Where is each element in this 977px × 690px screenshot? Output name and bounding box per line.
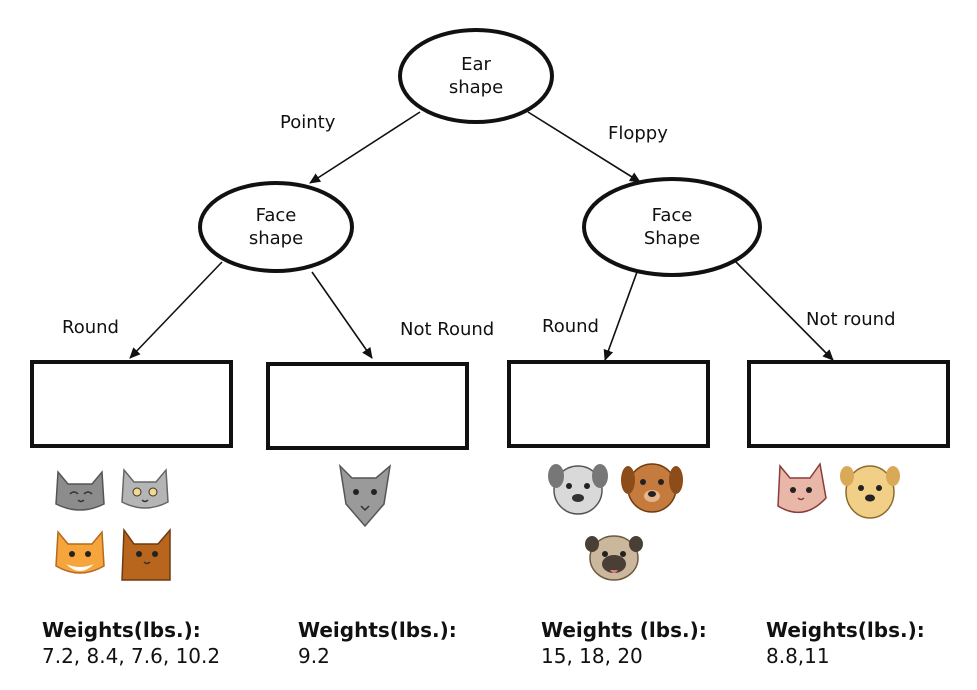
right-node-label-line1: Face — [652, 205, 693, 226]
tan-dog-icon — [840, 465, 900, 519]
leaf-box-4 — [747, 360, 950, 448]
right-face-shape-node — [582, 177, 762, 277]
edge-label-right-round: Round — [542, 316, 599, 337]
edge-root-left — [309, 111, 421, 184]
edge-right-round — [603, 271, 638, 361]
root-label-line1: Ear — [461, 54, 491, 75]
leaf-3-weights-values: 15, 18, 20 — [541, 644, 643, 668]
left-node-label-line2: shape — [249, 228, 303, 249]
edge-label-floppy: Floppy — [608, 123, 668, 144]
brown-cat-icon — [121, 527, 171, 581]
gray-cat-icon — [338, 463, 392, 528]
gray-cat-icon — [55, 470, 105, 511]
left-node-label-line1: Face — [256, 205, 297, 226]
leaf-4-weights-title: Weights(lbs.): — [766, 618, 925, 642]
leaf-box-3 — [507, 360, 710, 448]
orange-cat-icon — [55, 530, 105, 574]
leaf-3-weights-title: Weights (lbs.): — [541, 618, 707, 642]
root-label-line2: shape — [449, 77, 503, 98]
edge-label-left-not-round: Not Round — [400, 319, 494, 340]
edge-label-pointy: Pointy — [280, 112, 336, 133]
edge-root-right — [527, 111, 641, 183]
gray-cat-icon — [121, 468, 169, 509]
left-face-shape-node — [198, 181, 354, 273]
pink-cat-icon — [777, 462, 827, 514]
gray-dog-icon — [548, 464, 608, 515]
edge-label-left-round: Round — [62, 317, 119, 338]
edge-left-not-round — [311, 271, 373, 359]
right-node-label-line2: Shape — [644, 228, 700, 249]
leaf-4-weights-values: 8.8,11 — [766, 644, 830, 668]
leaf-box-1 — [30, 360, 233, 448]
leaf-1-weights-values: 7.2, 8.4, 7.6, 10.2 — [42, 644, 221, 668]
leaf-1-weights-title: Weights(lbs.): — [42, 618, 201, 642]
leaf-box-2 — [266, 362, 469, 450]
leaf-2-weights-values: 9.2 — [298, 644, 330, 668]
root-node — [398, 28, 554, 124]
edge-label-right-not-round: Not round — [806, 309, 896, 330]
pug-dog-icon — [585, 535, 643, 581]
leaf-2-weights-title: Weights(lbs.): — [298, 618, 457, 642]
edge-left-round — [129, 261, 223, 359]
edge-right-not-round — [735, 261, 834, 361]
brown-dog-icon — [621, 463, 683, 513]
